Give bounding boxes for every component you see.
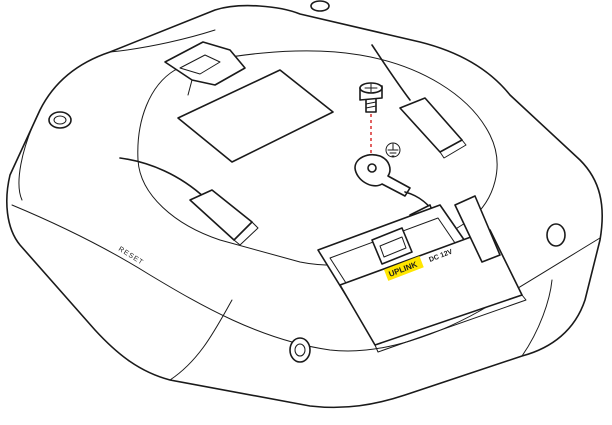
left-mounting-hole-inner bbox=[53, 115, 67, 125]
screw-icon bbox=[359, 82, 383, 113]
left-antenna-block-edge bbox=[233, 221, 259, 246]
housing-corner-seam-bottom bbox=[169, 299, 233, 381]
right-mounting-hole bbox=[546, 223, 566, 247]
compartment-door-edge bbox=[374, 294, 527, 353]
grounding-lug-hole bbox=[367, 163, 377, 173]
top-latch-clip-detail bbox=[179, 54, 221, 96]
right-antenna-block-edge bbox=[439, 139, 467, 159]
left-mounting-hole bbox=[48, 111, 72, 129]
housing-rim-seam bbox=[11, 204, 601, 352]
top-mounting-hole bbox=[310, 0, 330, 12]
ground-symbol-icon bbox=[385, 142, 401, 158]
door-hinge-tab bbox=[454, 195, 501, 263]
bottom-mounting-hole-inner bbox=[294, 343, 306, 357]
housing-corner-seam-left bbox=[18, 109, 41, 201]
uplink-label-highlight bbox=[383, 256, 424, 281]
ethernet-port-contacts bbox=[379, 236, 407, 258]
bottom-mounting-hole bbox=[289, 337, 311, 363]
housing-top-seam bbox=[109, 29, 216, 53]
right-antenna-strap bbox=[371, 44, 411, 101]
product-label-area bbox=[177, 69, 334, 163]
housing-corner-seam-right bbox=[521, 279, 553, 357]
